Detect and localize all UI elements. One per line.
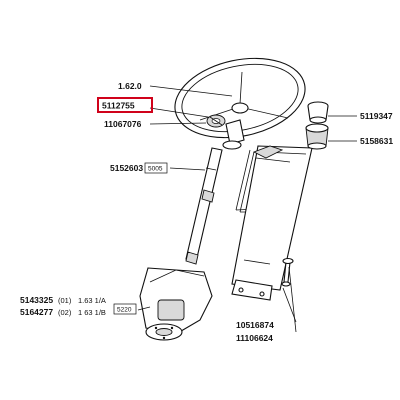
shaft-ref-box <box>144 162 168 174</box>
label-highlighted-part[interactable]: 5112755 <box>102 101 135 111</box>
label-bushing[interactable]: 5158631 <box>360 136 393 146</box>
steering-box[interactable] <box>139 267 213 341</box>
label-box-ref[interactable]: 5220 <box>117 307 132 314</box>
label-part-b-qty: (02) <box>58 308 72 317</box>
label-bolt[interactable]: 10516874 <box>236 320 274 330</box>
base-plate[interactable] <box>231 279 273 301</box>
label-part-b[interactable]: 5164277 <box>20 307 53 317</box>
washer-part[interactable] <box>281 281 291 287</box>
bushing-part[interactable] <box>305 123 329 150</box>
leader-lines <box>137 85 357 333</box>
highlight-box <box>97 97 153 113</box>
label-shaft[interactable]: 5152603 <box>110 163 143 173</box>
housing-clip[interactable] <box>252 145 284 159</box>
highlighted-nut-part[interactable] <box>206 114 226 128</box>
label-part-a-ref: 1.63 1/A <box>78 296 106 305</box>
label-part-a[interactable]: 5143325 <box>20 295 53 305</box>
label-part-b-ref: 1 63 1/B <box>78 308 106 317</box>
cap-part[interactable] <box>307 101 329 124</box>
box-ref-frame <box>113 303 137 315</box>
label-nut[interactable]: 11067076 <box>104 119 142 129</box>
label-washer[interactable]: 11106624 <box>236 333 273 343</box>
label-shaft-ref[interactable]: 5005 <box>148 166 163 173</box>
label-part-a-qty: (01) <box>58 296 72 305</box>
steering-wheel[interactable] <box>168 47 313 149</box>
column-housing[interactable] <box>231 145 313 291</box>
label-cap[interactable]: 5119347 <box>360 111 393 121</box>
column-collar[interactable] <box>222 119 245 150</box>
label-steering-wheel[interactable]: 1.62.0 <box>118 81 142 91</box>
steering-shaft[interactable] <box>185 147 223 265</box>
